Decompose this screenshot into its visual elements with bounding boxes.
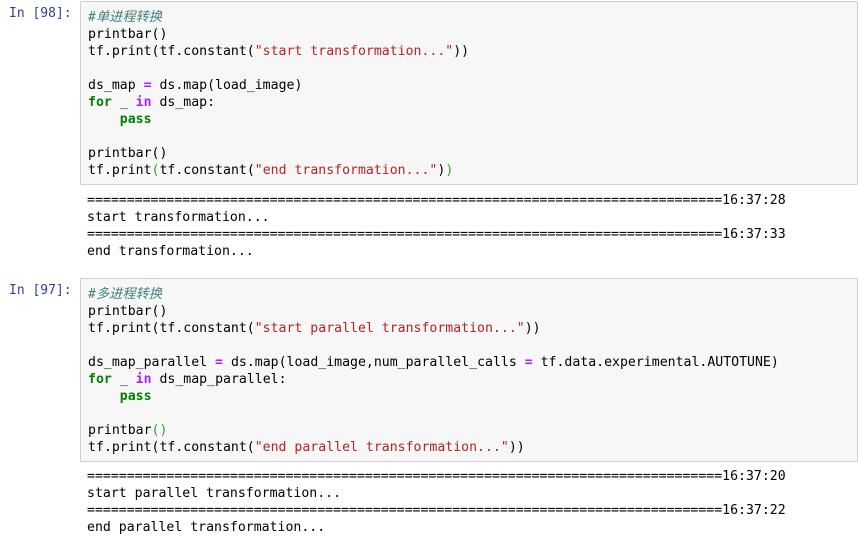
code-token: "start parallel transformation..." xyxy=(254,321,525,336)
code-token: ds.map(load_image,num_parallel_calls xyxy=(223,355,525,370)
code-line: pass xyxy=(88,388,779,405)
cell-output-line: ========================================… xyxy=(87,227,786,242)
code-token: = xyxy=(215,355,223,370)
code-token: printbar() xyxy=(88,146,168,161)
code-token: pass xyxy=(119,112,152,127)
code-token: ) xyxy=(445,163,454,178)
code-token xyxy=(88,112,120,127)
code-line: printbar() xyxy=(88,303,779,320)
code-token: tf.print xyxy=(88,163,152,178)
code-line: tf.print(tf.constant("start parallel tra… xyxy=(88,320,779,337)
code-line: for _ in ds_map: xyxy=(88,94,469,111)
code-token: () xyxy=(151,423,168,438)
code-token: tf.print(tf.constant( xyxy=(88,440,255,455)
code-token: tf.constant( xyxy=(159,163,255,178)
code-line: tf.print(tf.constant("end transformation… xyxy=(88,162,469,179)
code-token: #单进程转换 xyxy=(88,10,162,25)
code-token: tf.print(tf.constant( xyxy=(88,44,255,59)
code-token: = xyxy=(143,78,152,93)
code-token: printbar xyxy=(88,423,152,438)
cell-output-line: ========================================… xyxy=(87,193,786,208)
code-token: "end transformation..." xyxy=(254,163,438,178)
code-token: ds_map_parallel xyxy=(88,355,216,370)
code-line: tf.print(tf.constant("end parallel trans… xyxy=(88,439,779,456)
code-line: printbar() xyxy=(88,422,779,439)
code-line: #单进程转换 xyxy=(88,9,469,26)
code-token: ds_map_parallel: xyxy=(151,372,287,387)
code-line: ds_map_parallel = ds.map(load_image,num_… xyxy=(88,354,779,371)
cell-output-line: start parallel transformation... xyxy=(87,486,342,501)
code-line: #多进程转换 xyxy=(88,286,779,303)
code-line xyxy=(88,337,779,354)
cell-output-line: ========================================… xyxy=(87,503,786,518)
cell-output-line: end parallel transformation... xyxy=(87,520,326,535)
code-token: tf.print(tf.constant( xyxy=(88,321,255,336)
code-line: for _ in ds_map_parallel: xyxy=(88,371,779,388)
code-token: "start transformation..." xyxy=(254,44,454,59)
code-token: for xyxy=(88,95,112,110)
code-token: _ xyxy=(111,372,136,387)
code-token: )) xyxy=(508,440,525,455)
code-token: )) xyxy=(453,44,470,59)
code-token: = xyxy=(524,355,533,370)
code-line xyxy=(88,405,779,422)
code-token: #多进程转换 xyxy=(88,287,162,302)
code-token: ) xyxy=(437,163,446,178)
code-line: printbar() xyxy=(88,145,469,162)
code-token: printbar() xyxy=(88,304,168,319)
code-token: tf.data.experimental.AUTOTUNE) xyxy=(532,355,779,370)
code-token: "end parallel transformation..." xyxy=(254,440,509,455)
code-token: _ xyxy=(111,95,136,110)
cell-output-line: ========================================… xyxy=(87,469,786,484)
code-token xyxy=(88,389,120,404)
code-line: tf.print(tf.constant("start transformati… xyxy=(88,43,469,60)
code-token: for xyxy=(88,372,112,387)
code-token: ds.map(load_image) xyxy=(151,78,303,93)
code-token: )) xyxy=(524,321,541,336)
code-token: ( xyxy=(151,163,160,178)
cell-output-line: start transformation... xyxy=(87,210,270,225)
code-token: printbar() xyxy=(88,27,168,42)
code-line: pass xyxy=(88,111,469,128)
code-line xyxy=(88,60,469,77)
cell-prompt: In [97]: xyxy=(9,283,72,298)
code-token: in xyxy=(135,95,152,110)
code-line xyxy=(88,128,469,145)
code-token: ds_map xyxy=(88,78,144,93)
code-token: in xyxy=(135,372,152,387)
code-line: ds_map = ds.map(load_image) xyxy=(88,77,469,94)
code-line: printbar() xyxy=(88,26,469,43)
cell-prompt: In [98]: xyxy=(9,6,72,21)
cell-output-line: end transformation... xyxy=(87,244,254,259)
code-token: pass xyxy=(119,389,152,404)
code-token: ds_map: xyxy=(151,95,216,110)
